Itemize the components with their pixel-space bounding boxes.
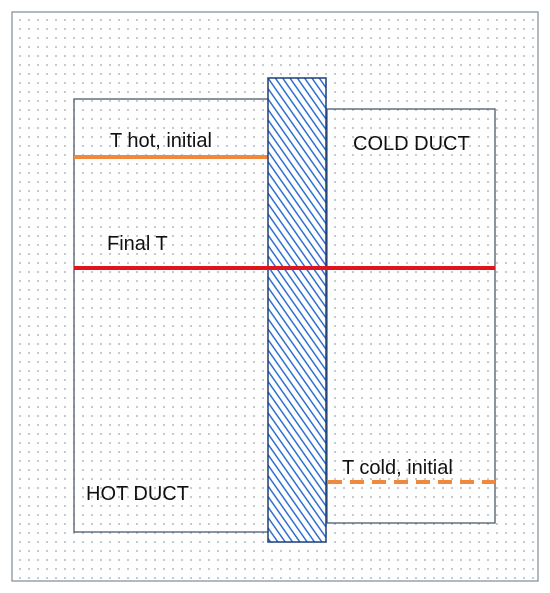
outer-frame	[11, 11, 539, 582]
cold-duct-label: COLD DUCT	[353, 133, 470, 155]
cold-duct-box	[326, 108, 496, 524]
t-cold-initial-label: T cold, initial	[342, 457, 453, 479]
final-t-label: Final T	[107, 233, 168, 255]
hot-duct-label: HOT DUCT	[86, 483, 189, 505]
t-hot-initial-label: T hot, initial	[110, 130, 212, 152]
separating-wall	[267, 77, 327, 543]
